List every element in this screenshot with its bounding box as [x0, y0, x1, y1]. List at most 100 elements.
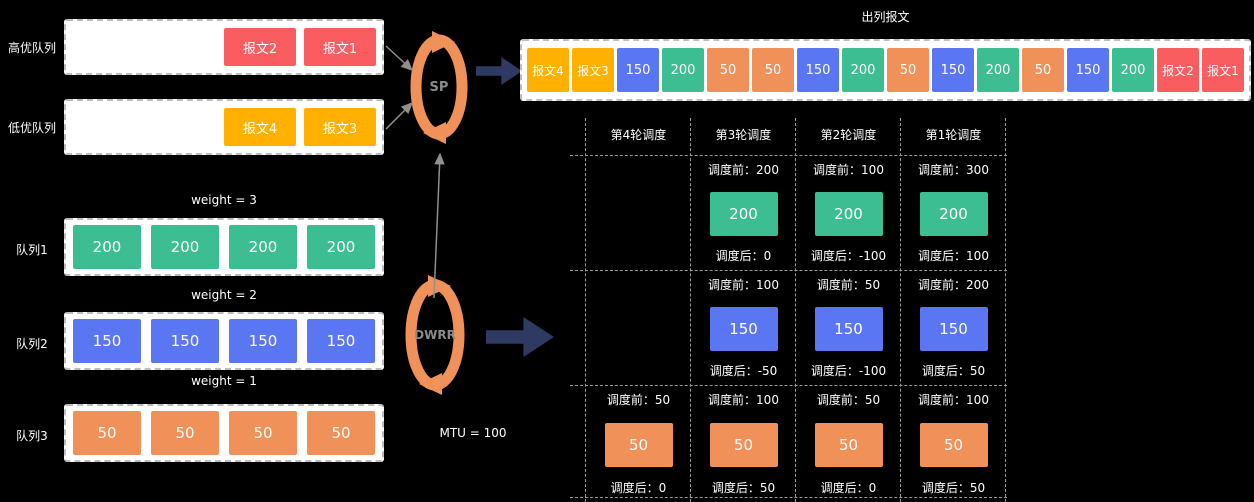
packet: 150 [1067, 48, 1109, 92]
packet: 200 [151, 225, 219, 269]
cycle-arrow-icon [410, 31, 468, 144]
round-cell: 调度前：100 150 调度后：-50 [691, 270, 796, 385]
credit-after: 调度后：100 [918, 249, 989, 263]
packet: 50 [887, 48, 929, 92]
scheduling-rounds-table: 第4轮调度 第3轮调度 第2轮调度 第1轮调度 调度前：200 200 调度后：… [586, 113, 1006, 502]
packet: 50 [752, 48, 794, 92]
scheduled-packet: 200 [919, 191, 988, 236]
credit-before: 调度前：200 [708, 163, 779, 177]
round-cell-empty [586, 270, 691, 385]
table-divider [585, 118, 586, 502]
scheduled-packet: 50 [709, 422, 778, 467]
sp-label: SP [429, 80, 449, 95]
packet: 50 [1022, 48, 1064, 92]
credit-before: 调度前：100 [813, 163, 884, 177]
credit-after: 调度后：50 [711, 481, 776, 495]
packet: 200 [1112, 48, 1154, 92]
credit-after: 调度后：-50 [709, 364, 778, 378]
table-divider [570, 497, 1007, 498]
scheduled-packet: 50 [814, 422, 883, 467]
mtu-label: MTU = 100 [439, 426, 507, 440]
credit-after: 调度后：0 [610, 481, 667, 495]
dwrr-label: DWRR [414, 328, 456, 342]
scheduled-packet: 50 [919, 422, 988, 467]
sp-cycle-icon: SP [408, 30, 470, 145]
credit-before: 调度前：100 [708, 278, 779, 292]
packet: 报文1 [304, 28, 376, 66]
scheduled-packet: 150 [919, 306, 988, 351]
round-header: 第1轮调度 [925, 127, 982, 142]
queue1: 200 200 200 200 [64, 218, 384, 276]
low-priority-queue: 报文4 报文3 [64, 99, 384, 155]
queue3: 50 50 50 50 [64, 404, 384, 462]
credit-after: 调度后：0 [715, 249, 772, 263]
scheduled-packet: 150 [814, 306, 883, 351]
table-divider [570, 270, 1007, 271]
scheduled-packet: 50 [604, 422, 673, 467]
credit-before: 调度前：50 [816, 393, 881, 407]
packet: 报文2 [1157, 48, 1199, 92]
round-cell: 调度前：50 150 调度后：-100 [796, 270, 901, 385]
credit-before: 调度前：100 [708, 393, 779, 407]
table-divider [690, 118, 691, 502]
round-cell: 调度前：100 50 调度后：50 [691, 385, 796, 502]
packet: 报文3 [304, 108, 376, 146]
table-divider [900, 118, 901, 502]
credit-before: 调度前：300 [918, 163, 989, 177]
packet: 50 [151, 411, 219, 455]
packet: 200 [842, 48, 884, 92]
packet: 150 [307, 319, 375, 363]
high-priority-queue: 报文2 报文1 [64, 19, 384, 75]
packet: 报文4 [527, 48, 569, 92]
round-cell: 调度前：100 200 调度后：-100 [796, 155, 901, 270]
credit-before: 调度前：100 [918, 393, 989, 407]
round-cell: 调度前：50 50 调度后：0 [796, 385, 901, 502]
packet: 200 [307, 225, 375, 269]
dwrr-cycle-icon: DWRR [403, 274, 467, 396]
credit-before: 调度前：200 [918, 278, 989, 292]
credit-after: 调度后：50 [921, 481, 986, 495]
packet: 200 [73, 225, 141, 269]
queue2-label: 队列2 [16, 337, 48, 351]
queue1-label: 队列1 [16, 243, 48, 257]
queue2-weight-label: weight = 2 [191, 288, 257, 302]
scheduled-packet: 150 [709, 306, 778, 351]
round-header: 第2轮调度 [820, 127, 877, 142]
packet: 200 [662, 48, 704, 92]
packet: 200 [229, 225, 297, 269]
scheduled-packet: 200 [709, 191, 778, 236]
round-cell: 调度前：100 50 调度后：50 [901, 385, 1006, 502]
credit-after: 调度后：-100 [810, 249, 887, 263]
credit-after: 调度后：0 [820, 481, 877, 495]
round-header: 第4轮调度 [610, 127, 667, 142]
scheduled-packet: 200 [814, 191, 883, 236]
low-queue-label: 低优队列 [7, 121, 56, 135]
round-cell: 调度前：200 150 调度后：50 [901, 270, 1006, 385]
round-cell: 调度前：50 50 调度后：0 [586, 385, 691, 502]
packet: 150 [73, 319, 141, 363]
packet: 150 [932, 48, 974, 92]
packet: 150 [617, 48, 659, 92]
credit-before: 调度前：50 [606, 393, 671, 407]
queue2: 150 150 150 150 [64, 312, 384, 370]
table-divider [570, 385, 1007, 386]
dequeued-packet-row: 报文4 报文3 150 200 50 50 150 200 50 150 200… [520, 39, 1251, 101]
table-divider [795, 118, 796, 502]
queue3-weight-label: weight = 1 [191, 374, 257, 388]
round-cell-empty [586, 155, 691, 270]
credit-before: 调度前：50 [816, 278, 881, 292]
dwrr-output-arrow [486, 317, 554, 357]
round-cell: 调度前：300 200 调度后：100 [901, 155, 1006, 270]
credit-after: 调度后：-100 [810, 364, 887, 378]
table-divider [570, 155, 1007, 156]
packet: 150 [151, 319, 219, 363]
high-queue-label: 高优队列 [7, 41, 56, 55]
packet: 150 [797, 48, 839, 92]
output-title: 出列报文 [861, 10, 910, 24]
packet: 150 [229, 319, 297, 363]
packet: 报文3 [572, 48, 614, 92]
packet: 200 [977, 48, 1019, 92]
credit-after: 调度后：50 [921, 364, 986, 378]
packet: 50 [229, 411, 297, 455]
